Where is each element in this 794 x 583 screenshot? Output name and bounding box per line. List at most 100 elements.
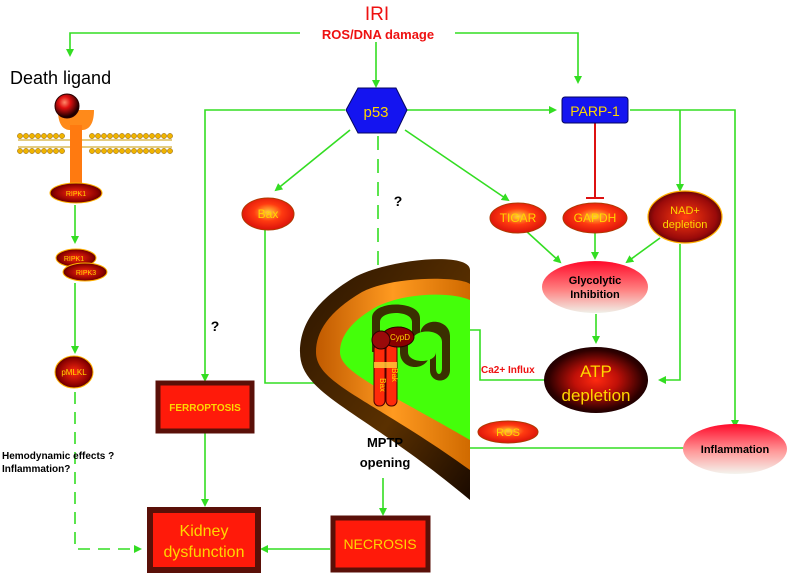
lipid-bead <box>23 133 29 139</box>
lipid-bead <box>155 133 161 139</box>
membrane <box>17 133 173 154</box>
lipid-bead <box>95 148 101 154</box>
kidney-box <box>147 507 261 573</box>
lipid-bead <box>167 133 173 139</box>
inflammation-node <box>683 424 787 474</box>
lipid-bead <box>41 133 47 139</box>
lipid-bead <box>167 148 173 154</box>
ripk3-label: RIPK3 <box>76 270 96 277</box>
arrow-iri-to-parp <box>455 32 582 84</box>
lipid-bead <box>29 133 35 139</box>
lipid-bead <box>41 148 47 154</box>
lipid-bead <box>143 133 149 139</box>
gapdh-node <box>562 202 628 234</box>
lipid-bead <box>101 133 107 139</box>
lipid-bead <box>35 148 41 154</box>
question-left: ? <box>211 318 220 334</box>
necrosis-label: NECROSIS <box>343 536 416 552</box>
lipid-bead <box>131 148 137 154</box>
ca-influx-label: Ca2+ Influx <box>481 365 535 376</box>
lipid-bead <box>161 148 167 154</box>
arrow-p53-to-bax <box>274 129 351 192</box>
inflammation-question-label: Inflammation? <box>2 464 70 475</box>
arrow-nad-to-atp <box>658 244 681 384</box>
kidney-label-2: dysfunction <box>164 544 245 561</box>
ripk3-complex-node <box>62 262 108 282</box>
cypd-label: CypD <box>390 333 410 342</box>
lipid-bead <box>137 148 143 154</box>
tigar-label: TIGAR <box>500 211 537 225</box>
bax-node <box>241 197 295 231</box>
lipid-bead <box>47 133 53 139</box>
pore-complex <box>371 326 415 407</box>
pmlkl-label: pMLKL <box>61 368 87 377</box>
lipid-bead <box>125 133 131 139</box>
nad-label-2: depletion <box>663 219 708 231</box>
arrow-parp-right <box>630 109 739 428</box>
ferroptosis-label: FERROPTOSIS <box>169 403 241 414</box>
iri-title: IRI <box>365 4 389 25</box>
lipid-bead <box>125 148 131 154</box>
pmlkl-node <box>54 355 94 389</box>
lipid-bead <box>47 148 53 154</box>
lipid-bead <box>17 148 23 154</box>
lipid-bead <box>119 148 125 154</box>
ros-node <box>477 420 539 444</box>
atp-label-2: depletion <box>561 386 630 405</box>
lipid-bead <box>89 133 95 139</box>
necrosis-box <box>330 515 431 573</box>
death-ligand-label: Death ligand <box>10 68 111 88</box>
ferroptosis-box <box>155 380 255 434</box>
death-receptor <box>54 93 94 195</box>
lipid-bead <box>155 148 161 154</box>
lipid-bead <box>23 148 29 154</box>
kidney-label-1: Kidney <box>180 523 229 540</box>
bax-pore-label: Bax <box>378 378 387 392</box>
gapdh-label: GAPDH <box>574 211 617 225</box>
lipid-bead <box>119 133 125 139</box>
parp1-node <box>561 96 629 124</box>
lipid-bead <box>107 133 113 139</box>
ros-dna-subtitle: ROS/DNA damage <box>322 27 434 42</box>
lipid-bead <box>29 148 35 154</box>
nad-node <box>647 190 723 244</box>
bax-label: Bax <box>258 207 279 221</box>
lipid-bead <box>113 133 119 139</box>
lipid-bead <box>149 133 155 139</box>
atp-label-1: ATP <box>580 362 612 381</box>
inflammation-label: Inflammation <box>701 444 770 456</box>
ripk1-label: RIPK1 <box>66 191 86 198</box>
p53-label: p53 <box>363 104 388 121</box>
mptp-label-1: MPTP <box>367 435 403 450</box>
lipid-bead <box>107 148 113 154</box>
tigar-node <box>489 202 547 234</box>
lipid-bead <box>53 148 59 154</box>
lipid-bead <box>101 148 107 154</box>
arrow-pmlkl-to-kidney-dashed <box>74 392 142 553</box>
arrow-iri-to-death-ligand <box>66 32 300 57</box>
lipid-bead <box>59 133 65 139</box>
lipid-bead <box>59 148 65 154</box>
parp1-label: PARP-1 <box>570 103 620 119</box>
lipid-bead <box>35 133 41 139</box>
lipid-bead <box>89 148 95 154</box>
mptp-label-2: opening <box>360 455 411 470</box>
lipid-bead <box>149 148 155 154</box>
arrow-nad-to-glyco <box>625 237 661 264</box>
lipid-bead <box>53 133 59 139</box>
ripk1-node <box>49 182 103 204</box>
lipid-bead <box>143 148 149 154</box>
arrow-tigar-to-glyco <box>524 229 562 264</box>
bak-label: Bak <box>390 368 399 383</box>
ros-label: ROS <box>496 427 520 439</box>
nad-label-1: NAD+ <box>670 205 700 217</box>
lipid-bead <box>95 133 101 139</box>
arrow-p53-to-ferroptosis <box>201 109 345 382</box>
atp-node <box>544 347 648 413</box>
p53-node <box>345 87 408 134</box>
lipid-bead <box>17 133 23 139</box>
glycolytic-label-1: Glycolytic <box>569 275 622 287</box>
glycolytic-node <box>542 261 648 313</box>
lipid-bead <box>137 133 143 139</box>
